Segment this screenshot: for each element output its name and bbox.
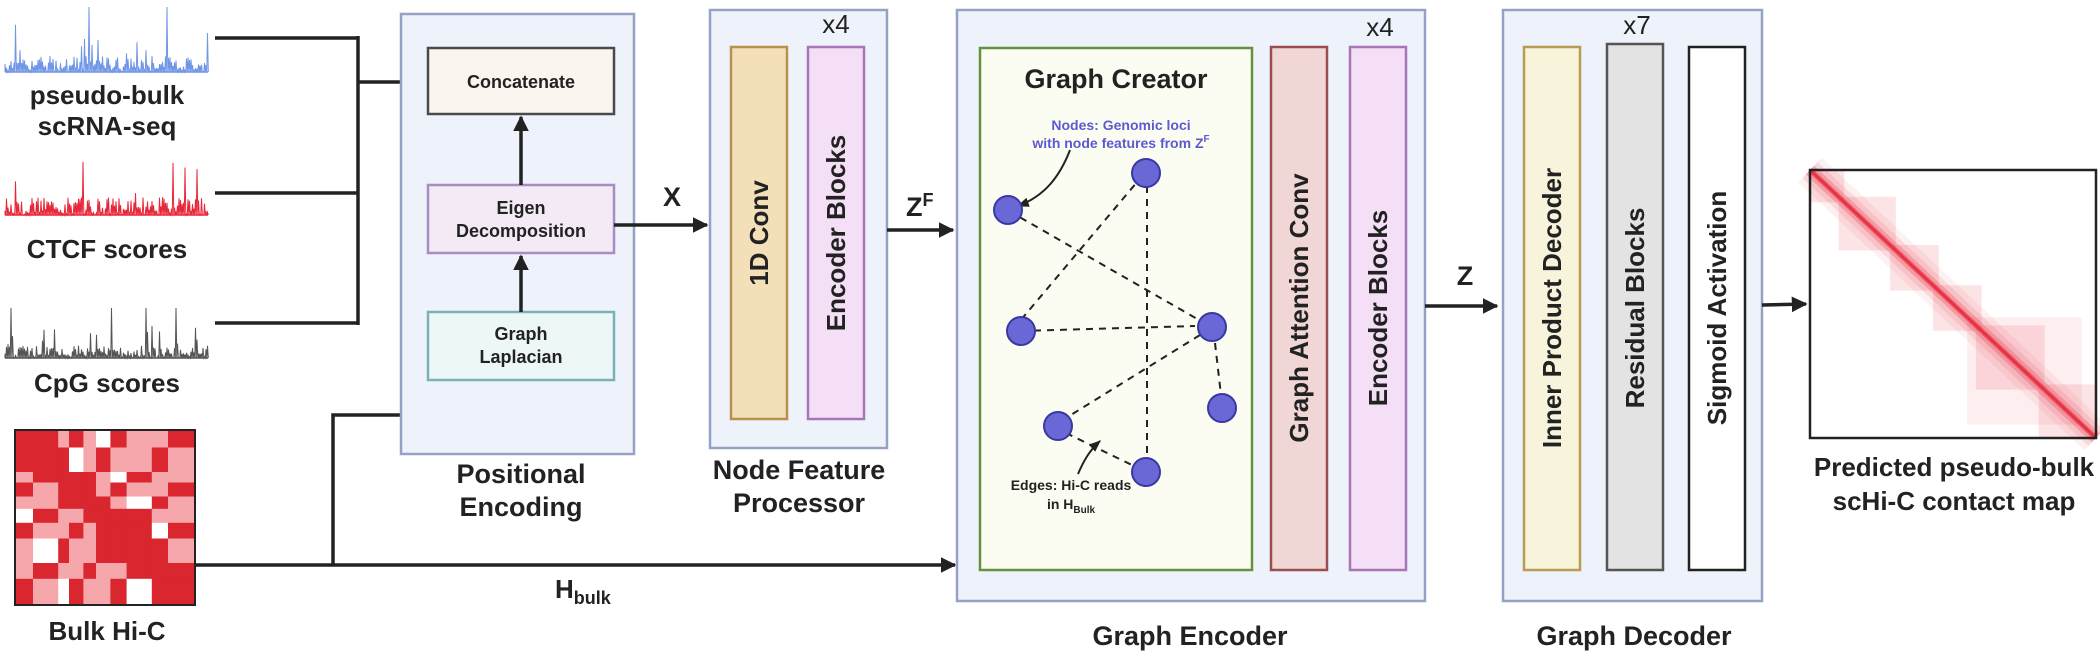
residual-label: Residual Blocks [1620,208,1650,409]
nodes-note-line-1: Nodes: Genomic loci [1051,117,1190,133]
ge-encoder-block [1348,45,1408,572]
edges-note-line-2: in HBulk [1047,496,1096,516]
cpg-track [4,307,209,360]
contact-map-frame [1808,168,2098,440]
nfp-repeat-label: x4 [822,9,849,39]
concatenate-text: Concatenate [467,72,575,92]
ctcf-track [4,161,209,217]
nfp-encoder-label: Encoder Blocks [821,135,851,332]
z-signal-label: Z [1457,261,1474,291]
bulk-hic-frame [14,429,196,606]
graph-edges [1008,174,1222,468]
hbulk-label: Hbulk [555,574,612,608]
conv1d-label: 1D Conv [744,180,774,286]
laplacian-text-line-2: Laplacian [479,347,562,367]
scrna-seq-track [4,6,209,74]
zf-signal-label: ZF [906,190,934,222]
output-label-line-2: scHi-C contact map [1833,486,2076,516]
graph-attention-label: Graph Attention Conv [1284,173,1314,443]
gd-repeat-label: x7 [1623,10,1650,40]
cpg-label: CpG scores [34,368,180,398]
ge-encoder-label: Encoder Blocks [1363,210,1393,407]
output-label-line-1: Predicted pseudo-bulk [1814,452,2095,482]
eigen-text-line-2: Decomposition [456,221,586,241]
sigmoid-block [1687,45,1747,572]
graph-nodes [993,158,1237,487]
positional-encoding-title-line-2: Encoding [460,492,583,522]
eigen-text-line-1: Eigen [496,198,545,218]
nfp-encoder-block [806,45,866,421]
predicted-contact-map [1798,157,2100,451]
input-merge-connector [215,36,427,325]
inner-product-label: Inner Product Decoder [1537,168,1567,448]
ctcf-label: CTCF scores [27,234,187,264]
positional-encoding-title-line-1: Positional [456,459,585,489]
x-signal-label: X [663,182,681,212]
nodes-note-line-2: with node features from ZF [1031,134,1209,151]
conv1d-block [729,45,789,421]
input-tracks [4,6,209,360]
eigen-decomposition-box [426,183,616,255]
graph-laplacian-box [426,310,616,382]
graph-decoder-title: Graph Decoder [1536,621,1732,651]
graph-attention-block [1269,45,1329,572]
nodes-pointer [1016,149,1071,207]
sigmoid-label: Sigmoid Activation [1702,191,1732,426]
ge-repeat-label: x4 [1366,12,1393,42]
edges-pointer [1077,440,1101,475]
nfp-title-line-2: Processor [733,488,866,518]
residual-block [1605,42,1665,572]
rna-label-line-1: pseudo-bulk [30,80,185,110]
nfp-title-line-1: Node Feature [713,455,886,485]
laplacian-text-line-1: Graph [494,324,547,344]
graph-encoder-title: Graph Encoder [1092,621,1288,651]
graph-creator-title: Graph Creator [1024,64,1208,94]
concatenate-box [426,46,616,116]
rna-label-line-2: scRNA-seq [38,111,177,141]
edges-note-line-1: Edges: Hi-C reads [1011,477,1132,493]
bulk-hic-label: Bulk Hi-C [49,616,166,646]
graph-creator-box [978,46,1254,572]
inner-product-block [1522,45,1582,572]
bulk-hic-matrix [15,430,196,606]
